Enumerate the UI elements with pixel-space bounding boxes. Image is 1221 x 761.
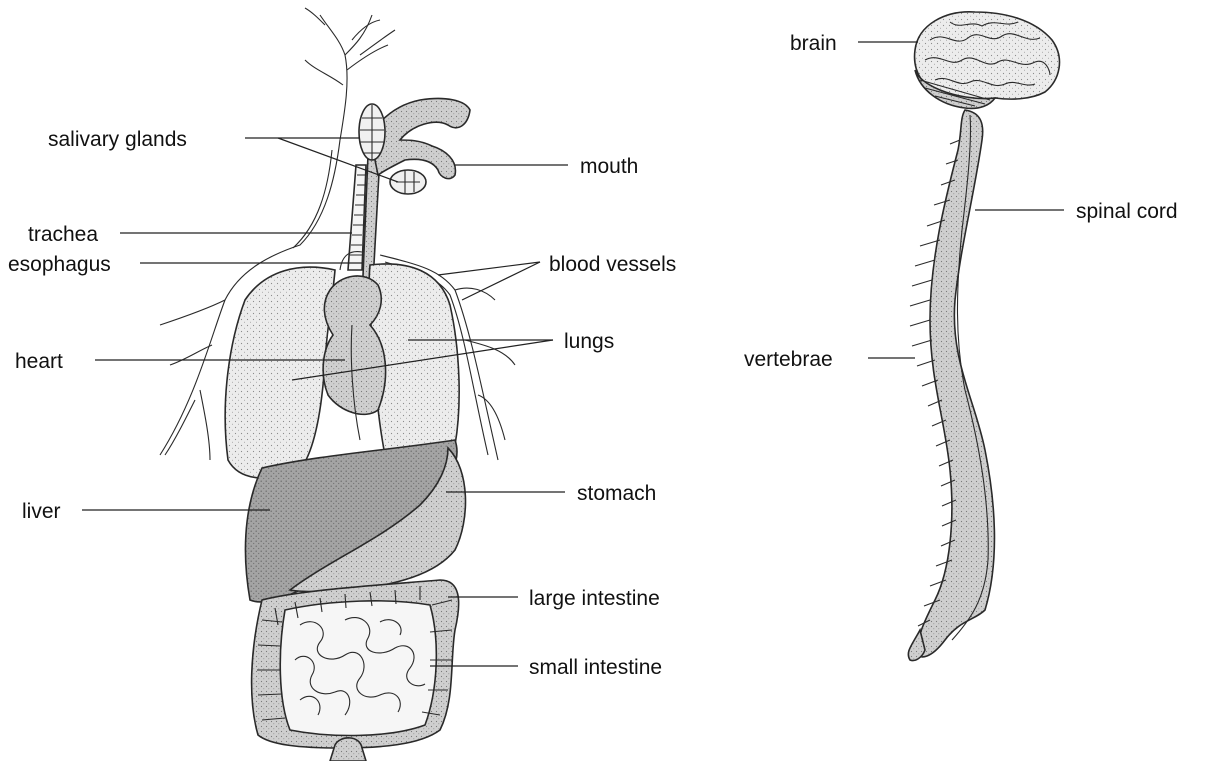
label-brain: brain — [790, 32, 837, 55]
heart-shape — [323, 276, 385, 414]
label-mouth: mouth — [580, 155, 638, 178]
label-vertebrae: vertebrae — [744, 348, 833, 371]
brain-shape — [915, 12, 1060, 99]
label-stomach: stomach — [577, 482, 656, 505]
leader-lines — [82, 42, 1064, 666]
label-liver: liver — [22, 500, 61, 523]
label-esophagus: esophagus — [8, 253, 111, 276]
small-intestine-shape — [280, 601, 436, 736]
label-trachea: trachea — [28, 223, 98, 246]
body-organs-figure — [160, 8, 515, 761]
nervous-system-figure — [908, 12, 1059, 661]
label-large-intestine: large intestine — [529, 587, 660, 610]
label-blood-vessels: blood vessels — [549, 253, 676, 276]
label-lungs: lungs — [564, 330, 614, 353]
labels: salivary glands mouth trachea esophagus … — [8, 32, 1178, 679]
left-lung-shape — [225, 267, 335, 478]
label-spinal-cord: spinal cord — [1076, 200, 1178, 223]
label-heart: heart — [15, 350, 63, 373]
label-small-intestine: small intestine — [529, 656, 662, 679]
label-salivary-glands: salivary glands — [48, 128, 187, 151]
